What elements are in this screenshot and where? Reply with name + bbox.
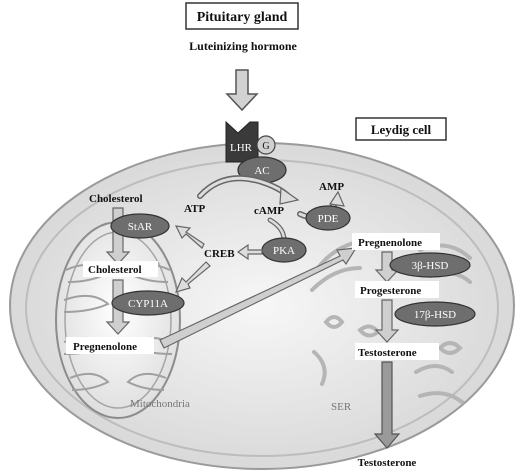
star-enzyme xyxy=(110,213,170,239)
amp-label: AMP xyxy=(319,181,344,193)
g-label: G xyxy=(262,141,269,152)
testosterone-out-label: Testosterone xyxy=(358,457,417,469)
cyp11a-label: CYP11A xyxy=(128,298,168,310)
mitochondria-label: Mitochondria xyxy=(130,398,190,410)
hsd3b-label: 3β-HSD xyxy=(412,260,449,272)
creb-label: CREB xyxy=(204,248,235,260)
ac-label: AC xyxy=(254,165,269,177)
luteinizing-hormone-label: Luteinizing hormone xyxy=(189,39,297,53)
pregnenolone-ser-box xyxy=(352,233,440,250)
mito-to-ser-arrow xyxy=(159,247,358,349)
creb-to-star-arrow xyxy=(174,225,205,249)
pregnenolone-ser-label: Pregnenolone xyxy=(358,237,422,249)
pituitary-gland-label: Pituitary gland xyxy=(197,10,288,25)
cholesterol-to-mito-arrow xyxy=(105,207,131,265)
camp-label: cAMP xyxy=(254,205,284,217)
hsd3b-enzyme xyxy=(389,252,471,278)
lhr-receptor xyxy=(225,120,259,163)
hsd17b-label: 17β-HSD xyxy=(414,309,456,321)
atp-label: ATP xyxy=(184,203,205,215)
cyp11a-enzyme xyxy=(111,290,185,316)
atp-to-camp-head xyxy=(279,186,300,205)
pka-label: PKA xyxy=(273,245,295,257)
testosterone-inner-box xyxy=(355,343,439,360)
pregnenolone-mito-box xyxy=(66,337,154,354)
leydig-cell-box xyxy=(355,117,447,141)
pde-enzyme xyxy=(305,205,351,231)
hsd17b-enzyme xyxy=(394,301,476,327)
cholesterol-outer-label: Cholesterol xyxy=(89,193,143,205)
lhr-label: LHR xyxy=(230,142,253,154)
ser-label: SER xyxy=(331,401,352,413)
pituitary-gland-box xyxy=(185,2,299,30)
pde-label: PDE xyxy=(318,213,339,225)
progesterone-to-testosterone-arrow xyxy=(374,299,400,343)
progesterone-label: Progesterone xyxy=(360,285,421,297)
lh-arrow xyxy=(225,69,259,112)
cholesterol-inner-label: Cholesterol xyxy=(88,264,142,276)
pregnenolone-mito-label: Pregnenolone xyxy=(73,341,137,353)
pregnenolone-to-progesterone-arrow xyxy=(374,251,400,283)
g-protein xyxy=(256,135,276,155)
leydig-cell-label: Leydig cell xyxy=(371,122,432,137)
pka-to-creb-arrow xyxy=(236,243,263,261)
progesterone-box xyxy=(355,281,439,298)
star-label: StAR xyxy=(128,221,153,233)
testosterone-exit-arrow xyxy=(373,361,401,449)
creb-to-cyp11a-arrow xyxy=(174,261,211,293)
cholesterol-inner-box xyxy=(83,261,158,277)
testosterone-inner-label: Testosterone xyxy=(358,347,417,359)
